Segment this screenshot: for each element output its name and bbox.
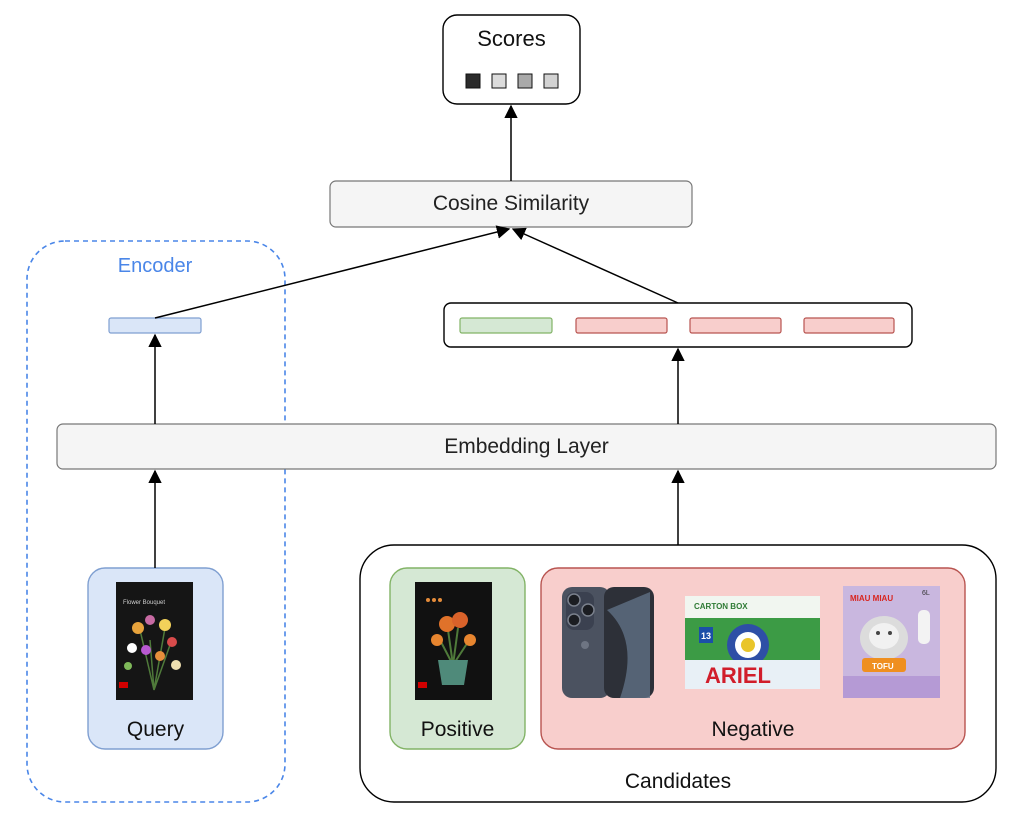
litter-volume: 6L — [922, 590, 930, 597]
product-box-title: Flower Bouquet — [123, 600, 165, 606]
encoder-label: Encoder — [117, 255, 193, 277]
smartphone-icon — [562, 587, 654, 698]
arrow-query-emb-to-cosine — [154, 225, 511, 319]
litter-brand: MIAU MIAU — [850, 594, 893, 603]
query-label: Query — [126, 718, 185, 741]
detergent-badge: 13 — [701, 631, 711, 641]
detergent-banner: CARTON BOX — [694, 602, 748, 611]
encoder-container — [26, 240, 286, 803]
score-square — [517, 73, 533, 89]
arrows — [148, 104, 685, 568]
candidates-label: Candidates — [624, 770, 732, 793]
scores-label: Scores — [477, 26, 546, 51]
negative-embedding-vector — [689, 317, 782, 334]
score-squares — [465, 73, 559, 89]
arrow-cand-emb-to-cosine — [511, 227, 679, 304]
cat-litter-bag-icon: MIAU MIAU 6L TOFU — [843, 586, 940, 698]
score-square — [543, 73, 559, 89]
detergent-brand: ARIEL — [705, 663, 771, 688]
positive-label: Positive — [420, 718, 495, 741]
negative-embedding-vector — [803, 317, 895, 334]
score-square — [465, 73, 481, 89]
cosine-similarity-label: Cosine Similarity — [432, 192, 590, 215]
embedding-layer-box — [56, 423, 997, 470]
embedding-layer-label: Embedding Layer — [444, 435, 609, 458]
litter-subtext: TOFU — [872, 662, 894, 671]
flower-pot-box-icon — [415, 582, 492, 700]
negative-label: Negative — [711, 718, 795, 741]
flower-bouquet-box-icon: Flower Bouquet — [116, 582, 193, 700]
detergent-box-icon: CARTON BOX 13 ARIEL — [685, 596, 820, 689]
candidate-embedding-vectors — [459, 317, 895, 334]
positive-embedding-vector — [459, 317, 553, 334]
query-embedding-vector — [108, 317, 202, 334]
score-square — [491, 73, 507, 89]
negative-embedding-vector — [575, 317, 668, 334]
